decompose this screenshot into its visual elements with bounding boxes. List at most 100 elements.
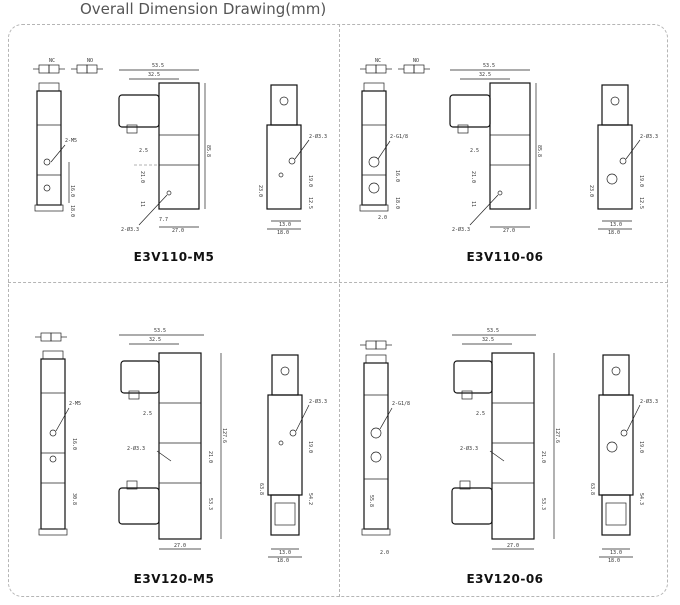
side-view: 53.5 32.5 2.5 21.0 11 85.8 27.0 2-Ø3.3 [449,63,542,234]
horizontal-divider [8,282,668,283]
valve-symbol-no: NO [398,58,430,74]
svg-text:54.3: 54.3 [638,493,644,505]
svg-text:13.0: 13.0 [279,222,291,228]
svg-text:32.5: 32.5 [479,72,491,78]
svg-text:2.5: 2.5 [470,148,479,154]
svg-text:16.0: 16.0 [71,438,77,450]
svg-text:2.0: 2.0 [380,550,389,556]
svg-text:2-Ø3.3: 2-Ø3.3 [121,226,139,233]
svg-text:13.0: 13.0 [610,222,622,228]
drawing-e3v120-m5: 2-M5 16.0 30.8 53.5 32.5 2.5 21.0 53.3 1… [35,328,327,564]
svg-text:55.8: 55.8 [368,495,374,507]
end-view: 2-Ø3.3 19.0 54.2 63.8 13.0 18.0 [258,354,327,564]
svg-text:21.0: 21.0 [207,451,213,463]
side-view: 53.5 32.5 2.5 21.0 11 85.8 27.0 7.7 2-Ø3… [118,63,211,234]
svg-text:2-Ø3.3: 2-Ø3.3 [452,226,470,233]
svg-text:13.0: 13.0 [610,550,622,556]
model-name: E3V110-M5 [133,250,215,264]
end-view: 2-Ø3.3 19.0 12.5 23.0 13.0 18.0 [257,84,327,236]
svg-text:21.0: 21.0 [470,171,476,183]
valve-symbol [360,340,392,350]
front-view: 2-M5 16.0 18.0 [34,82,77,217]
svg-text:53.5: 53.5 [154,328,166,334]
svg-text:2.5: 2.5 [139,148,148,154]
page-title: Overall Dimension Drawing(mm) [80,0,327,18]
svg-text:18.0: 18.0 [277,230,289,236]
svg-text:21.0: 21.0 [139,171,145,183]
svg-text:23.0: 23.0 [257,185,263,197]
drawing-frame [8,24,668,597]
svg-text:27.0: 27.0 [507,543,519,549]
front-view: 2-M5 16.0 30.8 [38,350,81,536]
vertical-divider [339,24,340,597]
svg-text:2.0: 2.0 [378,215,387,221]
svg-text:63.8: 63.8 [589,483,595,495]
svg-text:53.3: 53.3 [207,498,213,510]
end-view: 2-Ø3.3 19.0 54.3 63.8 13.0 18.0 [589,354,658,564]
valve-symbol [35,332,67,342]
svg-text:NO: NO [87,58,93,64]
model-name: E3V110-06 [466,250,544,264]
svg-text:23.0: 23.0 [588,185,594,197]
drawing-e3v110-m5: NC NO 2-M5 16.0 18.0 53.5 [33,58,327,236]
svg-text:2-Ø3.3: 2-Ø3.3 [640,133,658,140]
svg-text:85.8: 85.8 [536,145,542,157]
svg-text:13.0: 13.0 [279,550,291,556]
svg-text:2-Ø3.3: 2-Ø3.3 [309,398,327,405]
svg-text:NO: NO [413,58,419,64]
svg-text:NC: NC [375,58,381,64]
svg-text:32.5: 32.5 [149,337,161,343]
svg-text:2-Ø3.3: 2-Ø3.3 [640,398,658,405]
front-view: 2-G1/8 16.0 18.0 2.0 [359,82,408,221]
drawing-e3v120-06: 2-G1/8 2.0 55.8 53.5 32.5 2.5 21.0 53.3 … [360,328,658,564]
model-name: E3V120-06 [466,572,544,586]
panel-e3v110-m5: NC NO 2-M5 16.0 18.0 53.5 [9,25,339,295]
svg-text:2-M5: 2-M5 [65,138,77,144]
svg-text:11: 11 [470,201,476,207]
svg-text:27.0: 27.0 [503,228,515,234]
svg-text:19.0: 19.0 [307,175,313,187]
svg-text:27.0: 27.0 [172,228,184,234]
svg-text:2-G1/8: 2-G1/8 [392,401,410,407]
svg-text:16.0: 16.0 [394,170,400,182]
svg-text:85.8: 85.8 [205,145,211,157]
svg-text:18.0: 18.0 [277,558,289,564]
svg-text:54.2: 54.2 [307,493,313,505]
svg-text:2-Ø3.3: 2-Ø3.3 [460,445,478,452]
svg-text:11: 11 [139,201,145,207]
svg-text:2-G1/8: 2-G1/8 [390,134,408,140]
model-name: E3V120-M5 [133,572,215,586]
panel-e3v120-m5: 2-M5 16.0 30.8 53.5 32.5 2.5 21.0 53.3 1… [9,283,339,586]
svg-text:19.0: 19.0 [307,441,313,453]
svg-text:27.0: 27.0 [174,543,186,549]
svg-text:2-M5: 2-M5 [69,401,81,407]
svg-text:127.6: 127.6 [221,428,227,443]
svg-text:7.7: 7.7 [159,217,168,223]
svg-text:19.0: 19.0 [638,175,644,187]
svg-text:53.5: 53.5 [152,63,164,69]
svg-text:53.3: 53.3 [540,498,546,510]
panel-e3v110-06: NC NO 2-G1/8 16.0 18.0 2.0 53.5 [340,25,670,295]
svg-text:NC: NC [49,58,55,64]
valve-symbol-nc: NC [360,58,392,74]
svg-text:32.5: 32.5 [482,337,494,343]
svg-text:16.0: 16.0 [69,185,75,197]
svg-text:53.5: 53.5 [487,328,499,334]
svg-text:53.5: 53.5 [483,63,495,69]
svg-text:18.0: 18.0 [608,230,620,236]
end-view: 2-Ø3.3 19.0 12.5 23.0 13.0 18.0 [588,84,658,236]
front-view: 2-G1/8 2.0 55.8 [361,354,410,556]
svg-text:127.6: 127.6 [554,428,560,443]
svg-text:18.0: 18.0 [608,558,620,564]
side-view: 53.5 32.5 2.5 21.0 53.3 127.6 27.0 2-Ø3.… [451,328,560,550]
svg-text:12.5: 12.5 [638,197,644,209]
svg-text:2-Ø3.3: 2-Ø3.3 [127,445,145,452]
svg-text:18.0: 18.0 [69,205,75,217]
valve-symbol-no: NO [71,58,103,74]
svg-text:63.8: 63.8 [258,483,264,495]
svg-text:21.0: 21.0 [540,451,546,463]
svg-text:30.8: 30.8 [71,493,77,505]
valve-symbol-nc: NC [33,58,65,74]
drawing-e3v110-06: NC NO 2-G1/8 16.0 18.0 2.0 53.5 [359,58,658,236]
svg-text:18.0: 18.0 [394,197,400,209]
